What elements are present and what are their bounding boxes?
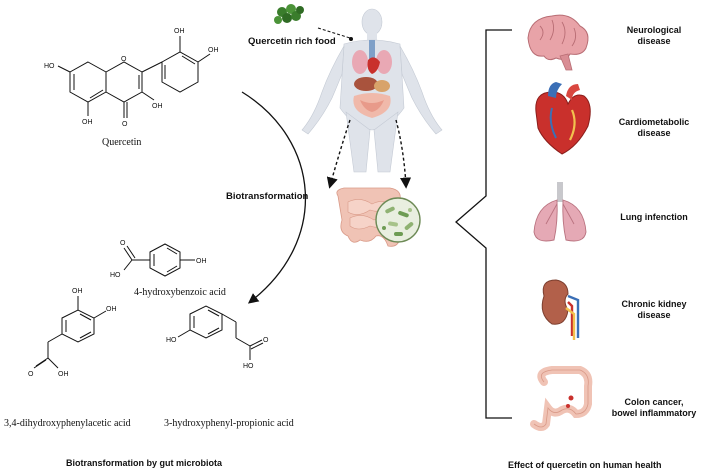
- hydroxyphenylpropionic-structure: [177, 305, 264, 360]
- food-pointer-line: [317, 27, 351, 39]
- colon-icon: [530, 366, 593, 431]
- biotransformation-arrow: [241, 91, 306, 304]
- quercetin-structure: [57, 36, 211, 118]
- atom-label: O: [120, 240, 126, 247]
- atom-label: O: [28, 371, 34, 378]
- atom-label: HO: [44, 63, 55, 70]
- brain-icon: [527, 14, 589, 71]
- atom-label: OH: [82, 119, 93, 126]
- hydroxyphenylpropionic-atom-labels: HO O HO: [166, 337, 269, 370]
- effect-neurological: Neurological disease: [604, 25, 704, 47]
- leafy-food-icon: [274, 4, 304, 24]
- atom-label: OH: [58, 371, 69, 378]
- effect-colon: Colon cancer, bowel inflammatory: [604, 397, 704, 419]
- dihydroxyphenylacetic-atom-labels: OH OH O OH: [28, 288, 117, 378]
- effect-line: disease: [637, 310, 671, 320]
- body-to-gut-arrow-left: [326, 119, 351, 189]
- atom-label: OH: [72, 288, 83, 295]
- atom-label: OH: [174, 28, 185, 35]
- atom-label: OH: [208, 47, 219, 54]
- body-to-gut-arrow-right: [395, 119, 412, 189]
- quercetin-rich-food-label: Quercetin rich food: [248, 36, 336, 47]
- hydroxybenzoic-atom-labels: O HO OH: [110, 240, 207, 279]
- effects-bracket: [455, 29, 512, 419]
- caption-biotransformation: Biotransformation by gut microbiota: [66, 458, 223, 468]
- atom-label: OH: [106, 306, 117, 313]
- caption-effects: Effect of quercetin on human health: [508, 460, 662, 470]
- atom-label: O: [121, 56, 127, 63]
- effect-line: Colon cancer,: [624, 397, 684, 407]
- dihydroxyphenylacetic-name: 3,4-dihydroxyphenylacetic acid: [4, 418, 131, 429]
- food-pointer-dot: [349, 37, 353, 41]
- effect-lung: Lung infenction: [604, 212, 704, 223]
- biotransformation-label: Biotransformation: [226, 191, 309, 202]
- quercetin-name: Quercetin: [102, 137, 142, 148]
- atom-label: O: [122, 121, 128, 128]
- lung-icon: [533, 182, 587, 242]
- atom-label: OH: [152, 103, 163, 110]
- effect-kidney: Chronic kidney disease: [604, 299, 704, 321]
- atom-label: O: [263, 337, 269, 344]
- effect-line: Lung infenction: [620, 212, 688, 222]
- hydroxyphenylpropionic-name: 3-hydroxyphenyl-propionic acid: [164, 418, 294, 429]
- effect-line: bowel inflammatory: [611, 408, 697, 418]
- gut-bacteria-icon: [375, 197, 421, 243]
- hydroxybenzoic-name: 4-hydroxybenzoic acid: [134, 287, 226, 298]
- heart-icon: [535, 82, 591, 155]
- atom-label: HO: [110, 272, 121, 279]
- effect-line: Chronic kidney: [621, 299, 687, 309]
- dihydroxyphenylacetic-structure: [33, 296, 107, 369]
- atom-label: HO: [166, 337, 177, 344]
- effect-line: disease: [637, 128, 671, 138]
- effect-line: Neurological: [626, 25, 682, 35]
- atom-label: HO: [243, 363, 254, 370]
- atom-label: OH: [196, 258, 207, 265]
- quercetin-atom-labels: OH OH HO O OH OH O: [44, 28, 219, 128]
- kidney-icon: [541, 279, 580, 340]
- hydroxybenzoic-structure: [123, 243, 195, 277]
- effect-line: Cardiometabolic: [618, 117, 690, 127]
- effect-cardiometabolic: Cardiometabolic disease: [604, 117, 704, 139]
- effect-line: disease: [637, 36, 671, 46]
- human-body-icon: [301, 8, 443, 173]
